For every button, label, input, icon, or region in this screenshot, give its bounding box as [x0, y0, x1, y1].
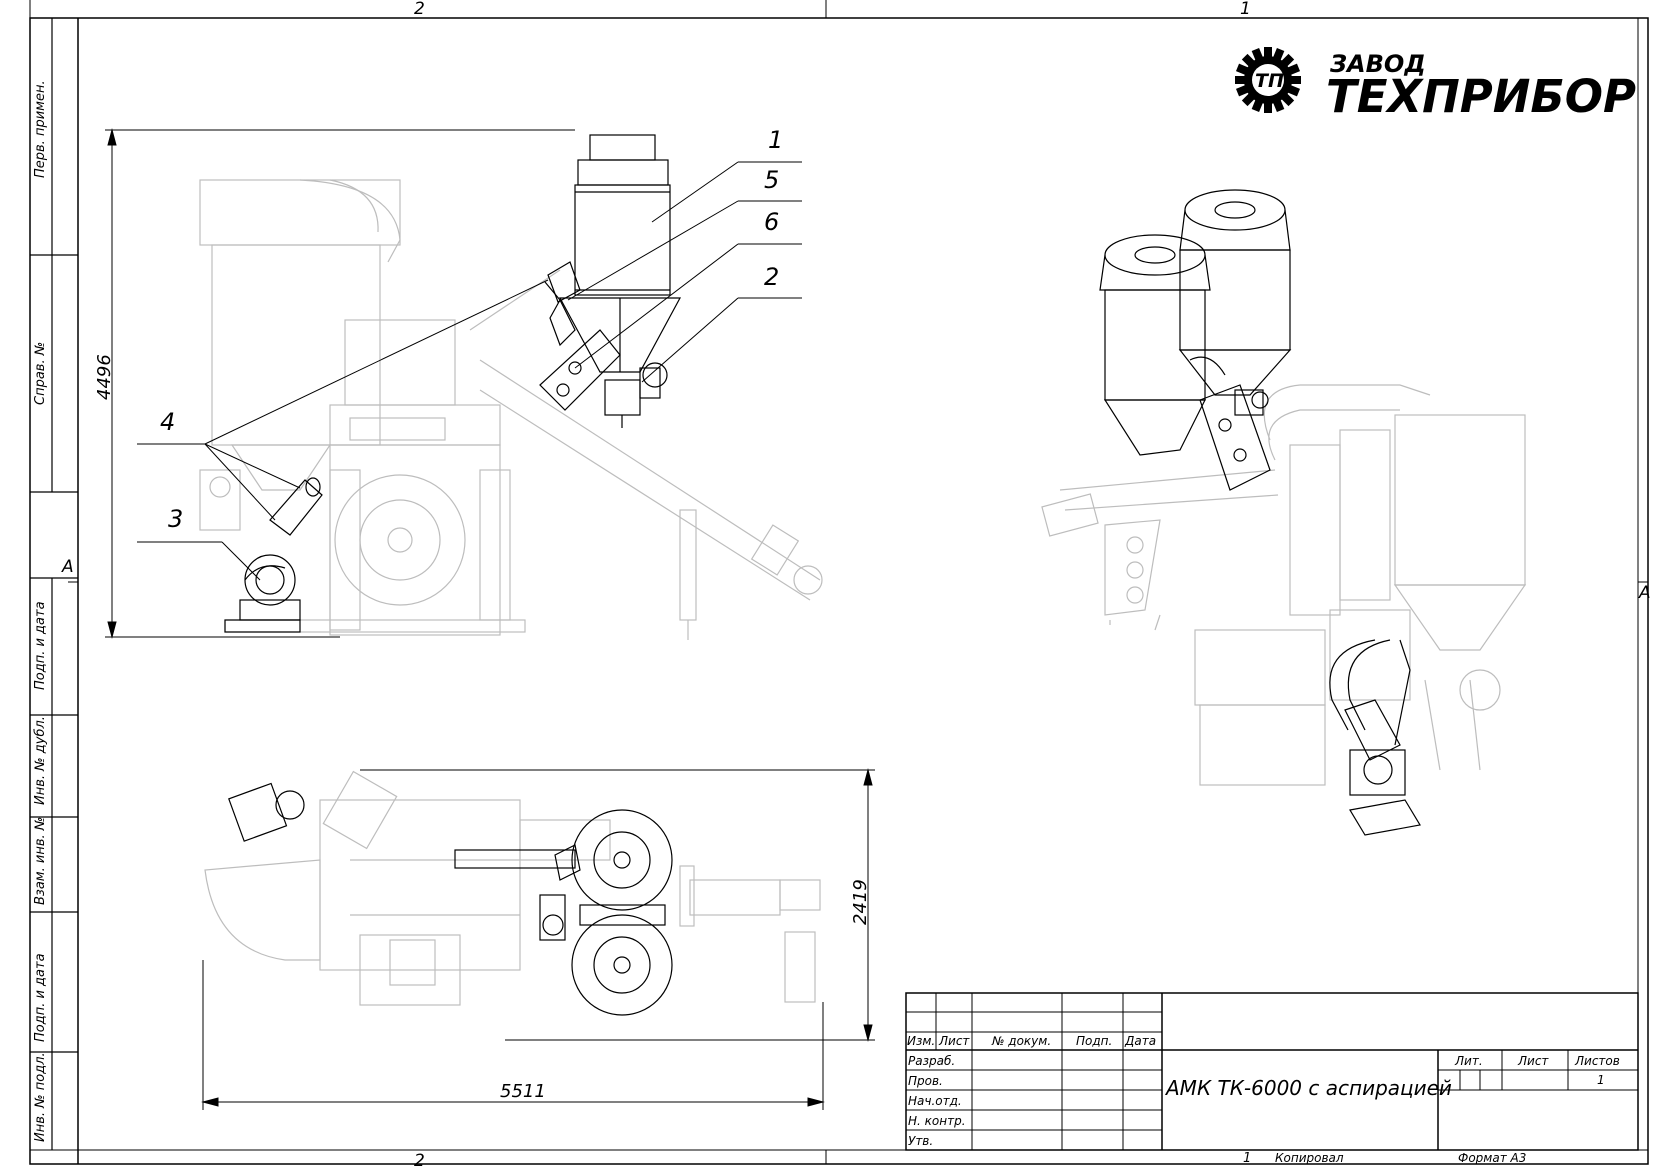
zone-left-mid: A [61, 557, 74, 577]
dimension-height [105, 128, 575, 639]
callout-5: 5 [764, 166, 779, 194]
stamp-vzam-inv: Взам. инв. № [33, 816, 48, 905]
zone-right-mid: A [1638, 583, 1651, 603]
stamp-inv-dubl: Инв. № дубл. [33, 716, 48, 805]
callout-4: 4 [160, 408, 175, 436]
tb-sheet-label: Лист [1518, 1054, 1549, 1068]
logo-gear-icon: ТП [1235, 47, 1301, 113]
tb-role-n-kontr: Н. контр. [908, 1114, 966, 1128]
outer-frame [29, 17, 1649, 1165]
stamp-podp-data-1: Подп. и дата [33, 601, 48, 690]
callout-3: 3 [168, 505, 183, 533]
logo-mark: ТП [1255, 70, 1284, 92]
tb-copied: Копировал [1275, 1151, 1344, 1165]
dimension-depth-text: 2419 [850, 879, 871, 925]
dimension-width [201, 960, 825, 1110]
zone-top-left: 2 [414, 0, 425, 19]
tb-col-izm: Изм. [907, 1034, 936, 1048]
side-stamp-grid [30, 18, 78, 1150]
dimension-width-text: 5511 [500, 1081, 546, 1102]
callout-6: 6 [764, 208, 779, 236]
zone-top-right: 1 [1240, 0, 1251, 19]
callout-1: 1 [768, 126, 783, 154]
top-view [204, 770, 821, 1006]
tb-format: Формат А3 [1458, 1151, 1527, 1165]
tb-col-data: Дата [1125, 1034, 1157, 1048]
tb-role-utv: Утв. [908, 1134, 934, 1148]
dimension-depth [360, 768, 875, 1042]
logo-line2: ТЕХПРИБОР [1326, 70, 1636, 123]
tb-role-prov: Пров. [908, 1074, 943, 1088]
tb-copied-num: 1 [1243, 1151, 1252, 1166]
tb-lit-label: Лит. [1455, 1054, 1483, 1068]
side-view [199, 179, 823, 640]
top-view-aspiration [228, 782, 673, 1016]
tb-role-razrab: Разраб. [908, 1054, 956, 1068]
tb-col-podp: Подп. [1076, 1034, 1113, 1048]
title-block-grid [905, 992, 1639, 1151]
tb-col-list: Лист [939, 1034, 970, 1048]
zone-bottom-left: 2 [414, 1151, 425, 1169]
isometric-aspiration [1099, 189, 1421, 836]
stamp-podp-data-2: Подп. и дата [33, 953, 48, 1042]
tb-sheets-label: Листов [1575, 1054, 1620, 1068]
logo-line1: ЗАВОД [1329, 50, 1426, 78]
side-view-aspiration [224, 134, 682, 633]
document-title: АМК ТК-6000 с аспирацией [1166, 1076, 1452, 1100]
tb-col-dokum: № докум. [992, 1034, 1052, 1048]
stamp-sprav-no: Справ. № [33, 341, 48, 405]
callout-leaders [137, 161, 802, 581]
stamp-perv-primen: Перв. примен. [33, 80, 48, 178]
callout-2: 2 [764, 263, 779, 291]
tb-role-nach-otd: Нач.отд. [908, 1094, 962, 1108]
stamp-inv-podl: Инв. № подл. [33, 1052, 48, 1142]
tb-sheets-value: 1 [1597, 1073, 1605, 1087]
dimension-height-text: 4496 [94, 354, 115, 400]
isometric-view [1041, 384, 1527, 786]
